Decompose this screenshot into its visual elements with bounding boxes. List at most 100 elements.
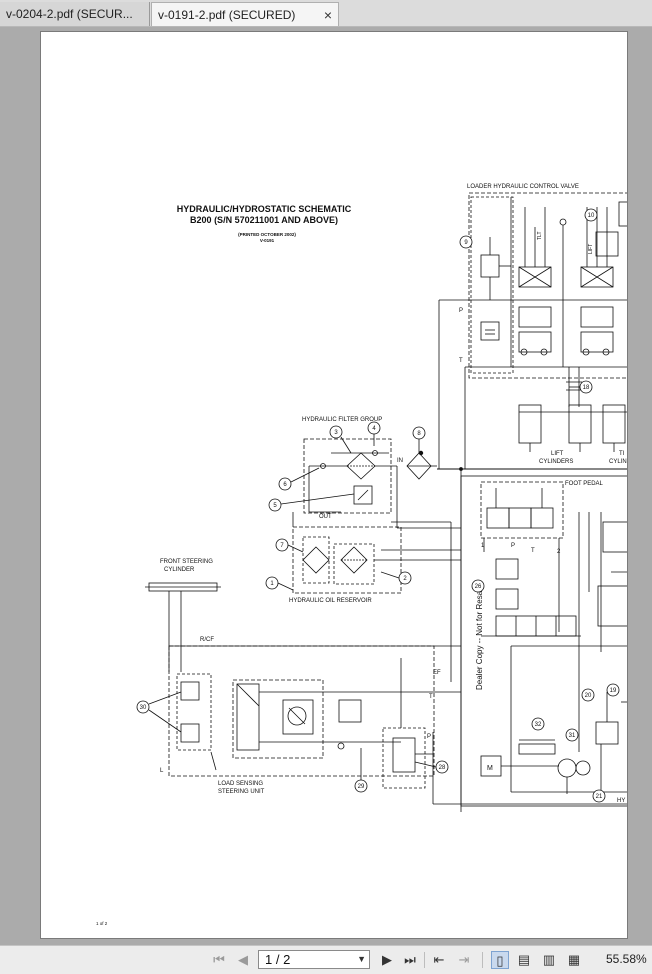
callout-32-label: 32 [535, 722, 542, 728]
close-tab-icon[interactable]: × [323, 7, 332, 23]
printed-date: (PRINTED OCTOBER 2002) [238, 232, 296, 237]
callout-20 [581, 688, 595, 702]
callout-19 [606, 683, 620, 697]
tab-v0191-active[interactable]: v-0191-2.pdf (SECURED) × [151, 2, 339, 26]
facing-pages-icon[interactable]: ▥ [542, 952, 556, 967]
callout-21 [592, 789, 606, 803]
continuous-view-icon[interactable]: ▤ [517, 952, 531, 967]
zoom-level[interactable]: 55.58% [606, 952, 647, 966]
schematic-title: HYDRAULIC/HYDROSTATIC SCHEMATIC [177, 204, 352, 214]
label-lift-1: LIFT [551, 451, 564, 457]
callout-5-label: 5 [273, 503, 277, 509]
label-rcf: R/CF [200, 637, 214, 643]
callout-5 [268, 498, 282, 512]
label-load-sensing-1: LOAD SENSING [218, 781, 263, 787]
pump-31 [557, 758, 577, 778]
lift-cylinder-right [568, 404, 592, 444]
page-footer: 1 of 2 [96, 921, 108, 926]
callout-10-label: 10 [588, 213, 595, 219]
lift-spool [559, 207, 614, 356]
label-in: IN [397, 458, 403, 464]
watermark: Dealer Copy -- Not for Resale [475, 584, 484, 690]
label-load-sensing-2: STEERING UNIT [218, 789, 265, 795]
schematic-subtitle: B200 (S/N 570211001 AND ABOVE) [190, 215, 338, 225]
oil-cooler [406, 452, 432, 480]
single-page-view-icon[interactable]: ▯ [491, 951, 509, 969]
label-front-steering-2: CYLINDER [164, 567, 195, 573]
tab-label: v-0204-2.pdf (SECUR... [6, 7, 133, 21]
callout-26-label: 26 [475, 584, 482, 590]
label-lift-spool: LIFT [588, 244, 594, 254]
prev-page-icon[interactable]: ◀ [238, 952, 248, 967]
tab-bar: v-0204-2.pdf (SECUR... v-0191-2.pdf (SEC… [0, 0, 652, 27]
label-hy: HY [617, 798, 625, 804]
next-view-icon[interactable]: ⇥ [458, 952, 470, 967]
callout-26 [471, 579, 485, 593]
callout-28-label: 28 [439, 765, 446, 771]
pump-21 [575, 760, 591, 776]
next-page-icon[interactable]: ▶ [382, 952, 392, 967]
callout-30 [136, 700, 150, 714]
label-lift-2: CYLINDERS [539, 459, 573, 465]
document-code: V-0191 [260, 238, 275, 243]
label-t-steer: T [429, 694, 433, 700]
steering-motor [287, 706, 307, 726]
callout-32 [531, 717, 545, 731]
previous-view-icon[interactable]: ⇤ [433, 952, 445, 967]
callout-18-label: 18 [583, 385, 590, 391]
label-tilt-1: TI [619, 451, 625, 457]
label-foot-t: T [531, 548, 535, 554]
filter-group-box [303, 438, 392, 514]
filter-element [346, 452, 376, 480]
label-oil-reservoir: HYDRAULIC OIL RESERVOIR [289, 598, 372, 604]
page-number-select[interactable]: 1 / 2 ▼ [258, 950, 370, 969]
callout-8-label: 8 [417, 431, 421, 437]
steering-unit-outer [168, 645, 435, 777]
label-ef: EF [433, 670, 441, 676]
label-foot-1: 1 [481, 543, 485, 549]
label-foot-pedal: FOOT PEDAL [565, 481, 604, 487]
navigation-toolbar: ⏮ ◀ 1 / 2 ▼ ▶ ⏭ ⇤ ⇥ ▯ ▤ ▥ ▦ 55.58% [0, 945, 652, 974]
continuous-facing-icon[interactable]: ▦ [567, 952, 581, 967]
callout-3 [329, 425, 343, 439]
callout-3-label: 3 [334, 430, 338, 436]
callout-31-label: 31 [569, 733, 576, 739]
callout-10 [584, 208, 598, 222]
document-viewer[interactable]: HYDRAULIC/HYDROSTATIC SCHEMATIC B200 (S/… [0, 27, 652, 945]
foot-pedal-frame [460, 475, 627, 807]
label-front-steering-1: FRONT STEERING [160, 559, 213, 565]
label-motor: M [487, 765, 493, 772]
filter-switch [353, 485, 373, 505]
tab-v0204[interactable]: v-0204-2.pdf (SECUR... [0, 2, 150, 26]
callout-2-label: 2 [403, 576, 407, 582]
callout-30-label: 30 [140, 705, 147, 711]
toolbar-divider [482, 952, 483, 968]
label-t-loader: T [459, 358, 463, 364]
callout-31 [565, 728, 579, 742]
first-page-icon[interactable]: ⏮ [213, 952, 225, 967]
callout-6-label: 6 [283, 482, 287, 488]
label-tlt: TLT [537, 231, 543, 240]
schematic-drawing: HYDRAULIC/HYDROSTATIC SCHEMATIC B200 (S/… [96, 184, 627, 926]
label-p-loader: P [459, 308, 463, 314]
lift-cylinder-left [518, 404, 542, 444]
tab-label: v-0191-2.pdf (SECURED) [158, 8, 296, 22]
label-tilt-2: CYLIN [609, 459, 627, 465]
callout-6 [278, 477, 292, 491]
pdf-page: HYDRAULIC/HYDROSTATIC SCHEMATIC B200 (S/… [40, 31, 628, 939]
callout-4-label: 4 [372, 426, 376, 432]
foot-pedal-box [480, 481, 564, 539]
toolbar-divider [424, 952, 425, 968]
priority-valve-28 [392, 737, 416, 773]
tilt-spool [518, 207, 552, 356]
callout-29-label: 29 [358, 784, 365, 790]
page-number-value: 1 / 2 [265, 952, 291, 967]
chevron-down-icon: ▼ [357, 954, 366, 964]
label-filter-group: HYDRAULIC FILTER GROUP [302, 417, 382, 423]
callout-9-label: 9 [464, 240, 468, 246]
last-page-icon[interactable]: ⏭ [404, 952, 416, 967]
callout-1-label: 1 [270, 581, 274, 587]
tilt-cylinder [602, 404, 626, 444]
label-l: L [160, 768, 164, 774]
label-out: OUT [319, 514, 332, 520]
